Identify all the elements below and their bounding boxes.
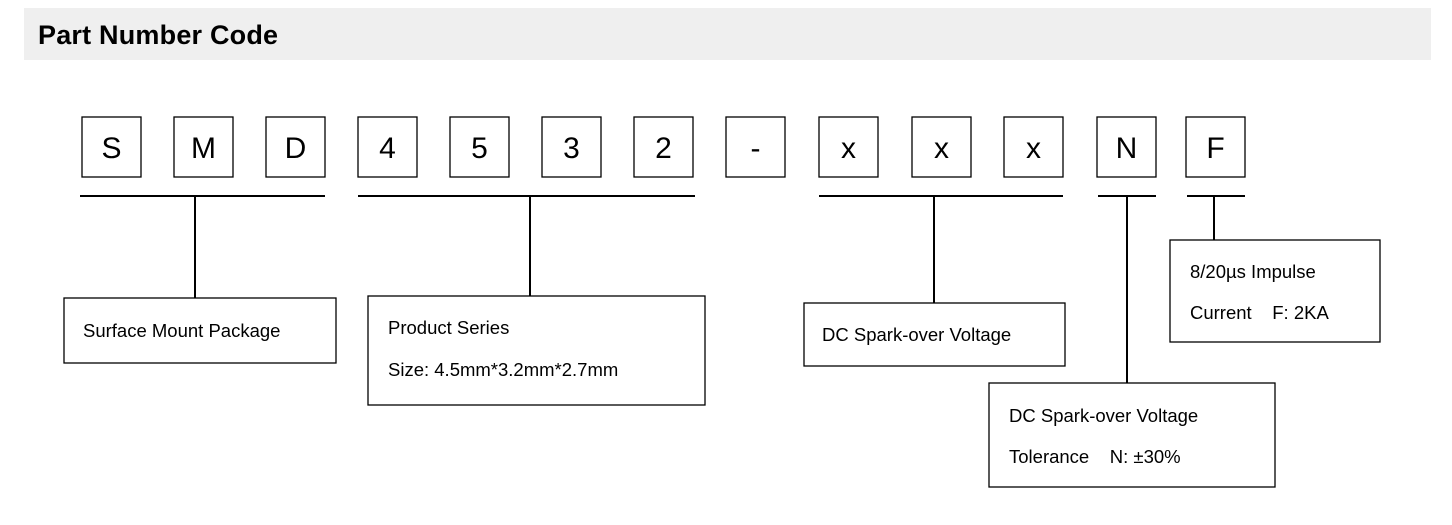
code-box-frame	[633, 116, 694, 178]
code-box-4: 4	[357, 116, 418, 178]
code-char: x	[841, 132, 856, 165]
code-char: -	[751, 132, 761, 165]
desc-box-frame	[803, 302, 1066, 367]
desc-box-voltage: DC Spark-over Voltage	[803, 302, 1066, 367]
code-char: M	[191, 132, 216, 165]
desc-package-line1: Surface Mount Package	[83, 320, 280, 341]
code-box-d: D	[265, 116, 326, 178]
code-char: x	[1026, 132, 1041, 165]
code-char: S	[101, 132, 121, 165]
desc-box-frame	[1169, 239, 1381, 343]
code-box-x1: x	[818, 116, 879, 178]
page-title: Part Number Code	[38, 20, 279, 50]
code-box-x3: x	[1003, 116, 1064, 178]
connector-lines	[80, 195, 1245, 383]
desc-tolerance-line2: Tolerance N: ±30%	[1009, 446, 1181, 467]
desc-box-frame	[367, 295, 706, 406]
code-box-n: N	[1096, 116, 1157, 178]
desc-box-series: Product Series Size: 4.5mm*3.2mm*2.7mm	[367, 295, 706, 406]
code-char: 5	[471, 132, 488, 165]
desc-impulse-line2: Current F: 2KA	[1190, 302, 1329, 323]
code-char: 3	[563, 132, 580, 165]
code-char: D	[285, 132, 307, 165]
code-box-frame	[81, 116, 142, 178]
code-char: F	[1206, 132, 1224, 165]
code-boxes: S M D 4 5 3 2 -	[81, 116, 1246, 178]
code-box-5: 5	[449, 116, 510, 178]
code-box-s: S	[81, 116, 142, 178]
desc-voltage-line1: DC Spark-over Voltage	[822, 324, 1011, 345]
code-char: N	[1116, 132, 1138, 165]
code-box-frame	[1096, 116, 1157, 178]
desc-box-package: Surface Mount Package	[63, 297, 337, 364]
code-box-frame	[1003, 116, 1064, 178]
desc-impulse-line1: 8/20µs Impulse	[1190, 261, 1316, 282]
desc-box-impulse: 8/20µs Impulse Current F: 2KA	[1169, 239, 1381, 343]
code-box-x2: x	[911, 116, 972, 178]
desc-series-line1: Product Series	[388, 317, 509, 338]
code-box-frame	[173, 116, 234, 178]
code-box-frame	[449, 116, 510, 178]
desc-series-line2: Size: 4.5mm*3.2mm*2.7mm	[388, 359, 618, 380]
code-char: 2	[655, 132, 672, 165]
code-box-3: 3	[541, 116, 602, 178]
code-char: 4	[379, 132, 396, 165]
code-box-dash: -	[725, 116, 786, 178]
code-box-frame	[357, 116, 418, 178]
code-box-frame	[818, 116, 879, 178]
desc-box-frame	[988, 382, 1276, 488]
code-box-frame	[541, 116, 602, 178]
code-box-2: 2	[633, 116, 694, 178]
code-box-frame	[725, 116, 786, 178]
code-box-m: M	[173, 116, 234, 178]
desc-tolerance-line1: DC Spark-over Voltage	[1009, 405, 1198, 426]
code-box-frame	[911, 116, 972, 178]
code-box-frame	[1185, 116, 1246, 178]
code-box-f: F	[1185, 116, 1246, 178]
code-box-frame	[265, 116, 326, 178]
code-char: x	[934, 132, 949, 165]
header-band	[24, 8, 1431, 60]
desc-box-tolerance: DC Spark-over Voltage Tolerance N: ±30%	[988, 382, 1276, 488]
desc-box-frame	[63, 297, 337, 364]
